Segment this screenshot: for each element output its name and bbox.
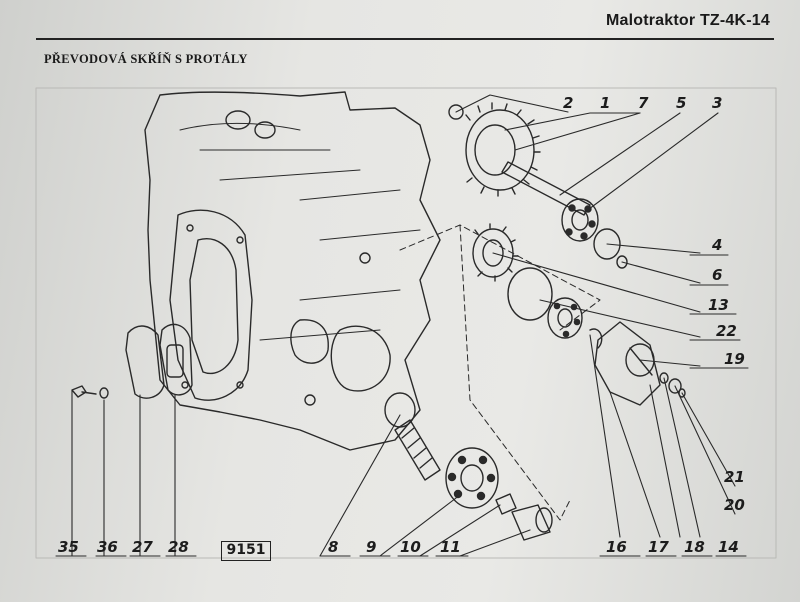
part-label-19: 19 <box>724 350 745 368</box>
side-flange <box>169 209 253 401</box>
bearing-lower <box>445 447 499 509</box>
drive-pinion <box>384 392 441 481</box>
shaft <box>501 161 591 216</box>
double-gear <box>465 102 541 197</box>
nut <box>616 255 628 269</box>
circlip <box>448 104 464 120</box>
nut <box>678 388 686 398</box>
part-label-11: 11 <box>440 538 461 556</box>
part-label-20: 20 <box>724 496 745 514</box>
cover-plate <box>125 325 165 399</box>
washer <box>668 378 682 394</box>
part-label-17: 17 <box>648 538 669 556</box>
part-label-21: 21 <box>724 468 745 486</box>
part-label-14: 14 <box>718 538 739 556</box>
bearing-middle <box>547 297 583 339</box>
pinion-gear <box>472 223 519 282</box>
part-label-7: 7 <box>638 94 649 112</box>
housing-bolt-hole <box>359 252 371 264</box>
snap-ring <box>589 328 603 349</box>
gearbox-housing <box>144 91 441 451</box>
part-label-22: 22 <box>716 322 737 340</box>
part-label-18: 18 <box>684 538 705 556</box>
bushing <box>511 504 551 541</box>
part-label-9: 9 <box>366 538 376 556</box>
housing-bolt-hole <box>304 394 316 406</box>
part-label-28: 28 <box>168 538 189 556</box>
part-label-5: 5 <box>676 94 686 112</box>
housing-bore <box>330 325 391 392</box>
part-label-1: 1 <box>600 94 610 112</box>
housing-bolt-hole <box>254 121 276 139</box>
part-label-4: 4 <box>711 236 722 254</box>
bearing-upper <box>561 198 599 242</box>
part-label-27: 27 <box>132 538 153 556</box>
spacer <box>495 493 517 515</box>
part-label-16: 16 <box>606 538 627 556</box>
washer <box>99 387 109 399</box>
part-label-35: 35 <box>58 538 79 556</box>
housing-bolt-hole <box>225 110 251 130</box>
part-label-13: 13 <box>708 296 729 314</box>
part-label-36: 36 <box>97 538 118 556</box>
page-header-title: Malotraktor TZ-4K-14 <box>605 12 770 29</box>
end-cover <box>594 321 661 406</box>
o-ring <box>507 267 553 321</box>
part-label-2: 2 <box>563 94 573 112</box>
part-label-3: 3 <box>712 94 722 112</box>
figure-frame <box>35 87 777 559</box>
bolt <box>71 385 97 398</box>
part-label-10: 10 <box>400 538 421 556</box>
figure-reference-number: 9151 <box>221 541 271 561</box>
part-label-6: 6 <box>712 266 722 284</box>
header-rule <box>36 38 774 40</box>
gasket <box>159 323 193 396</box>
part-label-8: 8 <box>328 538 338 556</box>
section-title: PŘEVODOVÁ SKŘÍŇ S PROTÁLY <box>44 52 248 66</box>
ring <box>593 228 621 260</box>
